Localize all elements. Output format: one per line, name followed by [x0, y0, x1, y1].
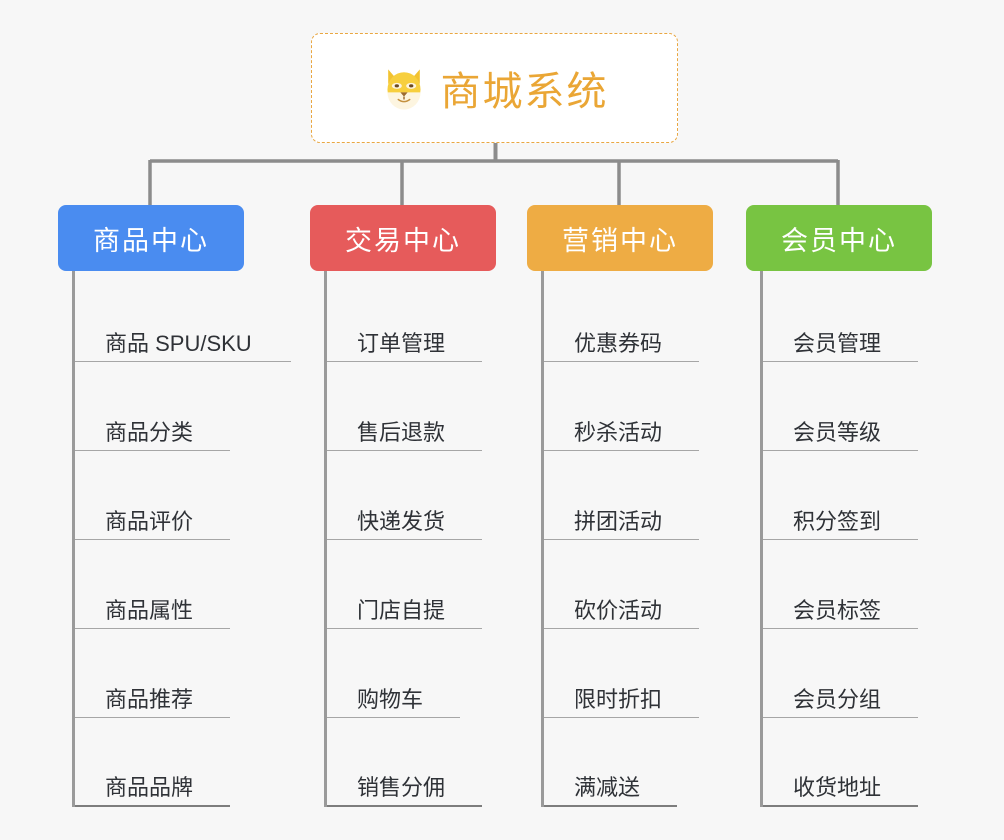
leaf-list-1: 订单管理 售后退款 快递发货 门店自提 购物车 销售分佣	[324, 271, 496, 807]
category-header-2[interactable]: 营销中心	[527, 205, 713, 271]
list-item[interactable]: 会员标签	[763, 540, 918, 629]
list-item[interactable]: 商品属性	[75, 540, 230, 629]
category-column-3: 会员中心 会员管理 会员等级 积分签到 会员标签 会员分组 收货地址	[746, 205, 932, 807]
category-column-0: 商品中心 商品 SPU/SKU 商品分类 商品评价 商品属性 商品推荐 商品品牌	[58, 205, 291, 807]
list-item[interactable]: 门店自提	[327, 540, 482, 629]
leaf-label: 售后退款	[357, 420, 446, 445]
leaf-label: 满减送	[574, 775, 641, 800]
list-item[interactable]: 秒杀活动	[544, 362, 699, 451]
leaf-label: 商品属性	[105, 598, 194, 623]
list-item[interactable]: 限时折扣	[544, 629, 699, 718]
list-item[interactable]: 拼团活动	[544, 451, 699, 540]
list-item[interactable]: 售后退款	[327, 362, 482, 451]
root-node[interactable]: 商城系统	[311, 33, 678, 143]
leaf-list-2: 优惠券码 秒杀活动 拼团活动 砍价活动 限时折扣 满减送	[541, 271, 713, 807]
leaf-label: 快递发货	[357, 509, 446, 534]
leaf-list-3: 会员管理 会员等级 积分签到 会员标签 会员分组 收货地址	[760, 271, 932, 807]
leaf-label: 秒杀活动	[574, 420, 663, 445]
list-item[interactable]: 会员等级	[763, 362, 918, 451]
leaf-label: 限时折扣	[574, 687, 663, 712]
category-column-2: 营销中心 优惠券码 秒杀活动 拼团活动 砍价活动 限时折扣 满减送	[527, 205, 713, 807]
leaf-label: 商品 SPU/SKU	[105, 331, 252, 356]
list-item[interactable]: 商品 SPU/SKU	[75, 273, 291, 362]
list-item[interactable]: 会员管理	[763, 273, 918, 362]
list-item[interactable]: 砍价活动	[544, 540, 699, 629]
leaf-list-0: 商品 SPU/SKU 商品分类 商品评价 商品属性 商品推荐 商品品牌	[72, 271, 291, 807]
leaf-label: 积分签到	[793, 509, 882, 534]
list-item[interactable]: 商品推荐	[75, 629, 230, 718]
leaf-label: 会员等级	[793, 420, 882, 445]
list-item[interactable]: 积分签到	[763, 451, 918, 540]
category-header-1[interactable]: 交易中心	[310, 205, 496, 271]
list-item[interactable]: 商品分类	[75, 362, 230, 451]
leaf-label: 优惠券码	[574, 331, 663, 356]
list-item[interactable]: 快递发货	[327, 451, 482, 540]
list-item[interactable]: 商品评价	[75, 451, 230, 540]
leaf-label: 会员管理	[793, 331, 882, 356]
list-item[interactable]: 销售分佣	[327, 718, 482, 807]
leaf-label: 商品评价	[105, 509, 194, 534]
list-item[interactable]: 优惠券码	[544, 273, 699, 362]
leaf-label: 商品品牌	[105, 775, 194, 800]
category-header-0[interactable]: 商品中心	[58, 205, 244, 271]
list-item[interactable]: 会员分组	[763, 629, 918, 718]
category-column-1: 交易中心 订单管理 售后退款 快递发货 门店自提 购物车 销售分佣	[310, 205, 496, 807]
list-item[interactable]: 购物车	[327, 629, 460, 718]
list-item[interactable]: 商品品牌	[75, 718, 230, 807]
leaf-label: 砍价活动	[574, 598, 663, 623]
leaf-label: 收货地址	[793, 775, 882, 800]
leaf-label: 销售分佣	[357, 775, 446, 800]
list-item[interactable]: 订单管理	[327, 273, 482, 362]
leaf-label: 会员分组	[793, 687, 882, 712]
leaf-label: 商品推荐	[105, 687, 194, 712]
leaf-label: 购物车	[357, 687, 424, 712]
category-header-3[interactable]: 会员中心	[746, 205, 932, 271]
leaf-label: 订单管理	[357, 331, 446, 356]
leaf-label: 拼团活动	[574, 509, 663, 534]
leaf-label: 会员标签	[793, 598, 882, 623]
root-title: 商城系统	[440, 70, 609, 114]
leaf-label: 门店自提	[357, 598, 446, 623]
dog-face-icon	[381, 65, 427, 111]
leaf-label: 商品分类	[105, 420, 194, 445]
list-item[interactable]: 满减送	[544, 718, 677, 807]
list-item[interactable]: 收货地址	[763, 718, 918, 807]
